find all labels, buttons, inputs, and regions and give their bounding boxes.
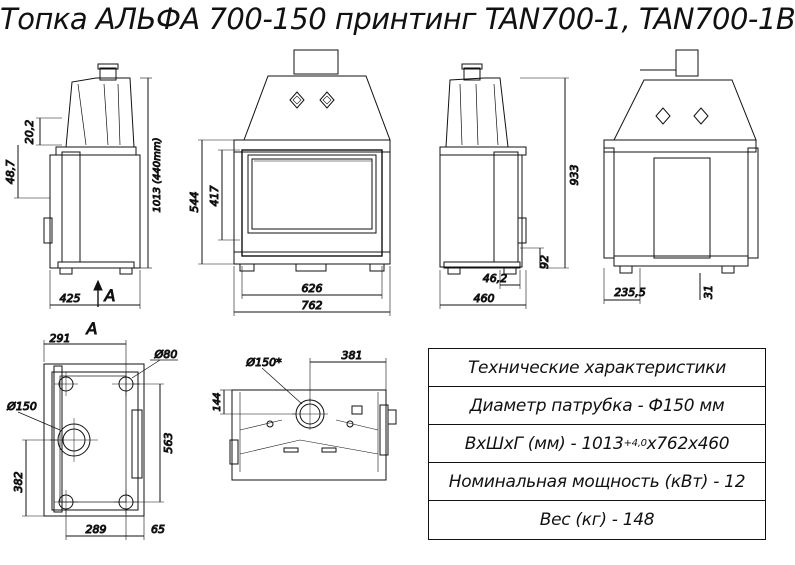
dim-side-depth: 425 — [60, 292, 81, 305]
top-view — [220, 358, 397, 481]
front-view — [198, 49, 391, 316]
dim-front-inner: 626 — [302, 282, 323, 295]
dim-top-height: 144 — [212, 392, 223, 411]
specs-weight: Вес (кг) - 148 — [539, 510, 655, 530]
plan-view — [17, 340, 178, 540]
specs-size-suffix: х762х460 — [646, 433, 730, 454]
dim-side-total: 1013 (440mm) — [152, 138, 163, 213]
dim-right-bottom: 92 — [538, 255, 551, 269]
dim-plan-small-hole: Ø80 — [154, 348, 178, 361]
right-view — [439, 63, 569, 309]
dim-plan-offset: 291 — [50, 332, 71, 345]
dim-back-bottom: 31 — [702, 285, 715, 299]
dim-top-offset: 381 — [342, 349, 363, 362]
dim-front-h2: 417 — [208, 186, 221, 207]
dim-side-offset: 48,7 — [4, 160, 17, 185]
dim-back-offset: 235,5 — [614, 286, 646, 299]
specs-table: Технические характеристики Диаметр патру… — [428, 348, 766, 540]
dim-top-hole: Ø150* — [245, 356, 282, 369]
view-arrow-a: A — [104, 286, 116, 305]
specs-power: Номинальная мощность (кВт) - 12 — [429, 463, 765, 501]
dim-front-h1: 544 — [188, 192, 201, 213]
specs-diameter: Диаметр патрубка - Ф150 мм — [429, 387, 765, 425]
dim-side-top: 20,2 — [23, 120, 36, 145]
specs-heading: Технические характеристики — [429, 349, 765, 387]
dim-plan-bottom: 289 — [86, 523, 107, 536]
dim-plan-large-hole: Ø150 — [6, 400, 37, 413]
plan-view-label: A — [86, 319, 98, 338]
side-view — [14, 63, 152, 309]
dim-right-depth: 460 — [474, 292, 495, 305]
specs-size-prefix: ВхШхГ (мм) - 1013 — [464, 433, 624, 454]
dim-plan-bottom-offset: 65 — [151, 523, 165, 536]
page-title: Топка АЛЬФА 700-150 принтинг TAN700-1, T… — [0, 2, 795, 36]
back-view — [603, 49, 759, 304]
dim-front-total: 762 — [302, 299, 323, 312]
dim-right-offset: 46,2 — [483, 272, 508, 285]
dim-plan-left: 382 — [12, 472, 25, 493]
specs-size-tolerance: +4,0 — [623, 438, 647, 449]
dim-right-total: 933 — [568, 165, 581, 186]
dim-plan-depth: 563 — [162, 433, 175, 454]
